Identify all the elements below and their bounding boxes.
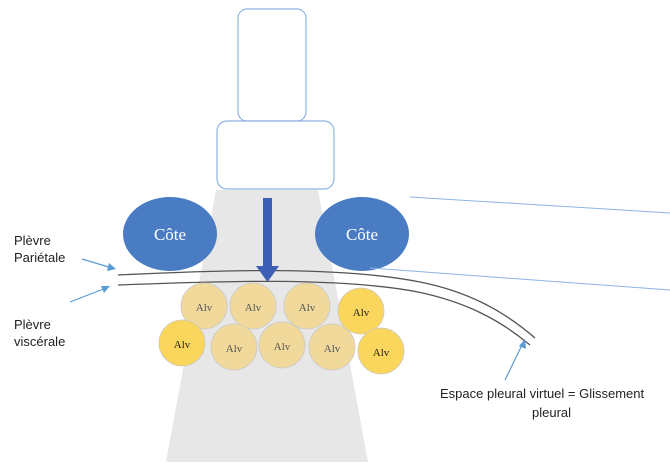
alveolus: Alv (158, 319, 206, 367)
probe-handle (237, 8, 307, 122)
svg-text:Alv: Alv (274, 341, 291, 353)
svg-text:Alv: Alv (353, 307, 370, 319)
rib-left (123, 197, 217, 271)
parietal-pointer-arrow (81, 258, 116, 271)
svg-text:Alv: Alv (226, 343, 243, 355)
ref-line-rib (409, 196, 670, 214)
svg-text:Alv: Alv (174, 339, 191, 351)
svg-text:Alv: Alv (373, 347, 390, 359)
svg-text:Alv: Alv (324, 343, 341, 355)
parietal-pleura-line (117, 269, 536, 339)
beam-arrow-icon (256, 198, 279, 282)
visceral-pleura-label: Plèvre viscérale (14, 317, 65, 349)
svg-text:Alv: Alv (196, 302, 213, 314)
visceral-pleura-line (117, 280, 531, 346)
svg-text:Alv: Alv (245, 302, 262, 314)
alveolus: Alv (258, 321, 306, 369)
alveolus: Alv (337, 287, 385, 335)
alveoli-group: Alv Alv Alv Alv Alv Alv Alv Alv (158, 282, 405, 375)
pleural-space-label: Espace pleural virtuel = Glissement pleu… (440, 386, 648, 420)
rib-right-label: Côte (346, 225, 378, 244)
alveolus: Alv (357, 327, 405, 375)
pleural-space-pointer-arrow (504, 339, 526, 381)
alveolus: Alv (308, 323, 356, 371)
alveolus: Alv (229, 282, 277, 330)
svg-text:Alv: Alv (299, 302, 316, 314)
probe-head (216, 120, 335, 190)
parietal-pleura-label: Plèvre Pariétale (14, 233, 65, 265)
ref-line-pleura (369, 267, 670, 291)
rib-right (315, 197, 409, 271)
ultrasound-beam (166, 190, 368, 462)
alveolus: Alv (210, 323, 258, 371)
alveolus: Alv (283, 282, 331, 330)
rib-left-label: Côte (154, 225, 186, 244)
alveolus: Alv (180, 282, 228, 330)
visceral-pointer-arrow (69, 286, 110, 303)
